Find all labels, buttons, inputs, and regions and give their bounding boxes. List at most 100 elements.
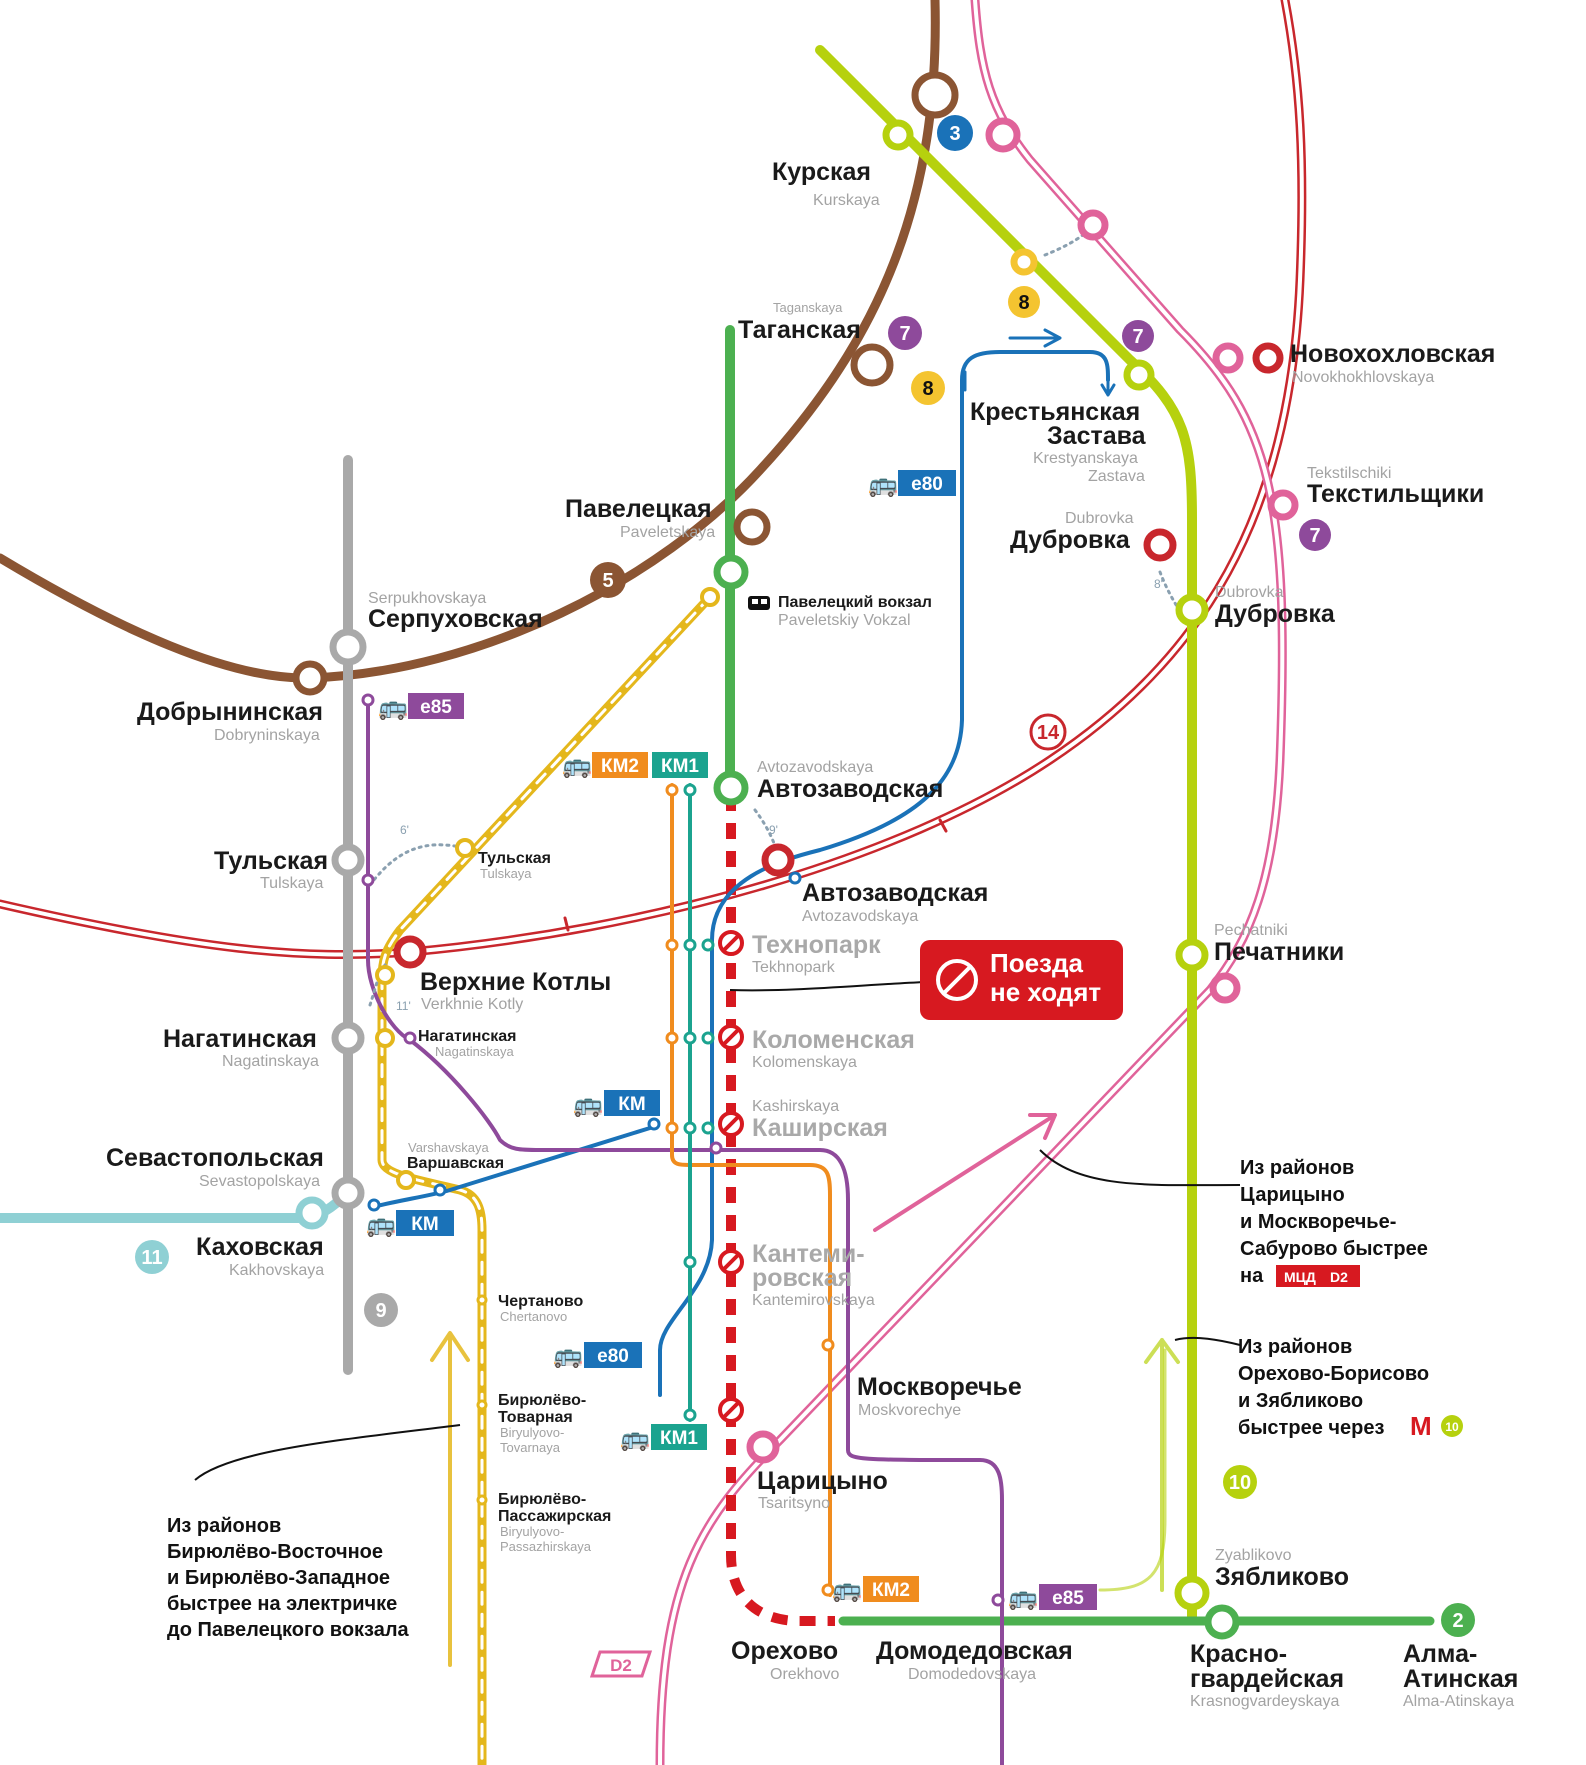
closed-icon-tekhnopark bbox=[718, 930, 744, 956]
closed-icon-kantemirovskaya bbox=[718, 1249, 744, 1275]
svg-text:14: 14 bbox=[1037, 722, 1060, 744]
label-novokhokhlovskaya-en: Novokhokhlovskaya bbox=[1292, 369, 1434, 386]
station-verkh-kotly bbox=[393, 935, 427, 969]
label-verkhnie-kotly-en: Verkhnie Kotly bbox=[421, 996, 523, 1013]
bus-badge-km2-bottom: 🚌 КМ2 bbox=[832, 1576, 919, 1603]
transfer-times: 6' 9' 8' 11' bbox=[396, 577, 1163, 1013]
bus-icon: 🚌 bbox=[562, 752, 592, 779]
label-tsaritsyno-en: Tsaritsyno bbox=[758, 1495, 830, 1512]
bus-km2-route bbox=[670, 783, 832, 1597]
label-kurskaya-en: Kurskaya bbox=[813, 192, 880, 209]
label-krestyanskaya-en2: Zastava bbox=[1088, 468, 1145, 485]
bus-badge-km1-top: КМ1 bbox=[652, 752, 708, 778]
svg-text:11: 11 bbox=[141, 1247, 162, 1269]
bus-badges: 🚌 е80 🚌 е85 🚌 КМ2 КМ1 🚌 КМ 🚌 КМ bbox=[366, 470, 1097, 1611]
station-markers bbox=[292, 71, 1299, 1640]
label-krestyanskaya-en1: Krestyanskaya bbox=[1033, 450, 1138, 467]
label-kakhovskaya-en: Kakhovskaya bbox=[229, 1262, 324, 1279]
label-tekhnopark-en: Tekhnopark bbox=[752, 959, 836, 976]
station-kurskaya-10 bbox=[882, 119, 914, 151]
svg-text:КМ: КМ bbox=[411, 1214, 438, 1235]
label-biryulyovo-pass-en1: Biryulyovo- bbox=[500, 1524, 564, 1539]
line-10-badge: 10 bbox=[1223, 1465, 1257, 1499]
label-krestyanskaya-2: Застава bbox=[1047, 422, 1147, 450]
station-avtozav-14 bbox=[761, 843, 795, 877]
bus-badge-km2-top: 🚌 КМ2 bbox=[562, 752, 648, 779]
closed-icon-orekhovo bbox=[718, 1397, 744, 1423]
line-7-badge-tagan: 7 bbox=[888, 316, 922, 350]
line-14-mcc bbox=[0, 0, 1307, 959]
station-dubrovka-10 bbox=[1175, 593, 1209, 627]
bus-badge-km-left: 🚌 КМ bbox=[366, 1210, 454, 1238]
line-5-badge: 5 bbox=[590, 562, 626, 598]
station-tulskaya-rail bbox=[455, 838, 475, 858]
label-domodedovskaya-en: Domodedovskaya bbox=[908, 1666, 1036, 1683]
label-kashirskaya: Каширская bbox=[752, 1114, 888, 1142]
svg-text:КМ1: КМ1 bbox=[660, 1428, 698, 1449]
line-number-badges: 3 8 7 8 7 5 14 7 11 9 10 2 bbox=[135, 115, 1475, 1637]
label-nagatinskaya-rail-en: Nagatinskaya bbox=[435, 1044, 515, 1059]
note-tsaritsyno: Из районов Царицыно и Москворечье- Сабур… bbox=[1240, 1157, 1428, 1287]
label-tekstilshchiki-en: Tekstilschiki bbox=[1307, 465, 1391, 482]
label-novokhokhlovskaya: Новохохловская bbox=[1290, 340, 1495, 368]
arrows bbox=[430, 328, 1180, 1667]
line-7-badge-tekstil: 7 bbox=[1299, 519, 1331, 551]
bus-badge-km-mid: 🚌 КМ bbox=[573, 1090, 660, 1118]
svg-text:8: 8 bbox=[1018, 292, 1029, 314]
transfer-time: 9' bbox=[769, 823, 778, 837]
station-nagat bbox=[331, 1021, 365, 1055]
bus-badge-e80-top: 🚌 е80 bbox=[868, 470, 956, 498]
svg-text:МЦД: МЦД bbox=[1284, 1269, 1316, 1285]
label-taganskaya-en: Taganskaya bbox=[773, 300, 843, 315]
label-krasnogvardeyskaya-2: гвардейская bbox=[1190, 1665, 1344, 1693]
label-sevastopolskaya: Севастопольская bbox=[106, 1144, 324, 1172]
label-kolomenskaya: Коломенская bbox=[752, 1026, 915, 1054]
label-varshavskaya: Варшавская bbox=[407, 1155, 504, 1172]
note-biryulyovo: Из районов Бирюлёво-Восточное и Бирюлёво… bbox=[167, 1515, 410, 1641]
label-paveletsky-vokzal: Павелецкий вокзал bbox=[778, 594, 932, 611]
station-pechatniki-d2 bbox=[1209, 972, 1241, 1004]
label-biryulyovo-tov-en1: Biryulyovo- bbox=[500, 1425, 564, 1440]
label-paveletskaya: Павелецкая bbox=[565, 495, 712, 523]
label-moskvorechye-en: Moskvorechye bbox=[858, 1402, 961, 1419]
bus-icon: 🚌 bbox=[832, 1576, 862, 1603]
station-novokh-d2 bbox=[1212, 342, 1244, 374]
station-pavel-ring bbox=[733, 508, 771, 546]
station-krest-10 bbox=[1123, 359, 1155, 391]
label-dubrovka10: Дубровка bbox=[1215, 600, 1336, 628]
label-nagatinskaya-rail: Нагатинская bbox=[418, 1028, 517, 1045]
transfer-time: 6' bbox=[400, 823, 409, 837]
station-serpukh bbox=[329, 628, 367, 666]
svg-text:КМ: КМ bbox=[618, 1094, 645, 1115]
transfer-time: 8' bbox=[1154, 577, 1163, 591]
label-domodedovskaya: Домодедовская bbox=[876, 1637, 1073, 1665]
bus-badge-e85-bottom: 🚌 е85 bbox=[1008, 1584, 1097, 1611]
closed-icon-kolomenskaya bbox=[718, 1024, 744, 1050]
bus-icon: 🚌 bbox=[553, 1342, 583, 1369]
svg-text:и Зябликово: и Зябликово bbox=[1238, 1390, 1363, 1412]
station-tulskaya-9 bbox=[331, 843, 365, 877]
station-kurskaya-ring bbox=[911, 71, 959, 119]
line-8-badge-tagan: 8 bbox=[911, 371, 945, 405]
label-krasnogvardeyskaya-en: Krasnogvardeyskaya bbox=[1190, 1693, 1340, 1710]
bus-km-route-blue bbox=[371, 1126, 652, 1209]
svg-text:на: на bbox=[1240, 1265, 1264, 1287]
station-zyablikovo bbox=[1174, 1575, 1210, 1611]
label-chertanovo-en: Chertanovo bbox=[500, 1309, 567, 1324]
label-kantemirovskaya-1: Кантеми- bbox=[752, 1240, 865, 1268]
label-verkhnie-kotly: Верхние Котлы bbox=[420, 968, 611, 996]
label-orekhovo: Орехово bbox=[731, 1637, 838, 1665]
bus-badge-km1-bottom: 🚌 КМ1 bbox=[620, 1424, 707, 1452]
label-biryulyovo-pass-2: Пассажирская bbox=[498, 1508, 611, 1525]
warning-box: Поезда не ходят bbox=[920, 940, 1123, 1020]
svg-text:М: М bbox=[1410, 1411, 1432, 1441]
bus-icon: 🚌 bbox=[868, 471, 898, 498]
station-varsh bbox=[396, 1170, 416, 1190]
lines bbox=[0, 0, 1435, 1765]
label-sevastopolskaya-en: Sevastopolskaya bbox=[199, 1173, 320, 1190]
station-labels: Курская Kurskaya Taganskaya Таганская Но… bbox=[106, 158, 1518, 1710]
station-kurskaya-d2 bbox=[985, 117, 1021, 153]
label-pechatniki: Печатники bbox=[1214, 938, 1344, 966]
warning-line2: не ходят bbox=[990, 977, 1101, 1007]
svg-text:КМ2: КМ2 bbox=[601, 756, 639, 777]
